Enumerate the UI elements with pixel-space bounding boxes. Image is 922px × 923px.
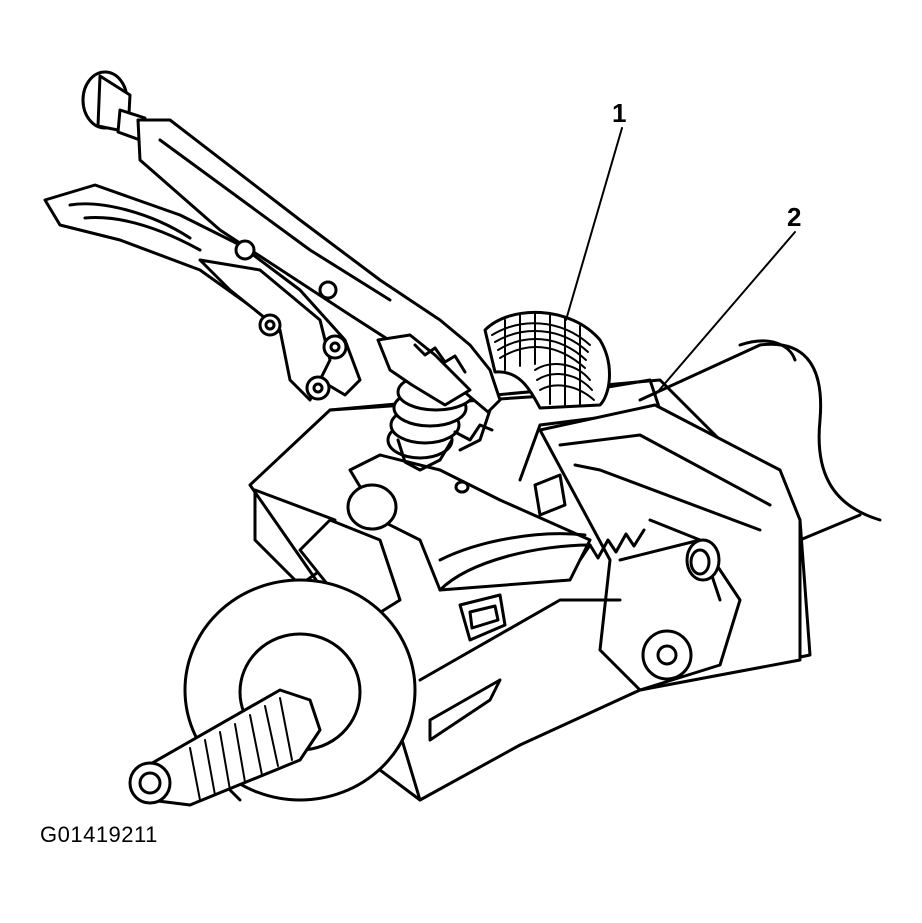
column-tube	[638, 339, 882, 542]
locking-pliers	[43, 70, 502, 414]
steering-shaft	[128, 578, 417, 807]
callout-1-label: 1	[612, 98, 626, 128]
figure-code: G01419211	[40, 822, 158, 847]
callout-1-leader	[565, 127, 623, 321]
coil-spring	[483, 310, 611, 410]
callout-2-label: 2	[787, 202, 801, 232]
callout-leaders	[565, 127, 796, 396]
switch-housing	[346, 453, 646, 642]
callout-2-leader	[654, 231, 796, 396]
